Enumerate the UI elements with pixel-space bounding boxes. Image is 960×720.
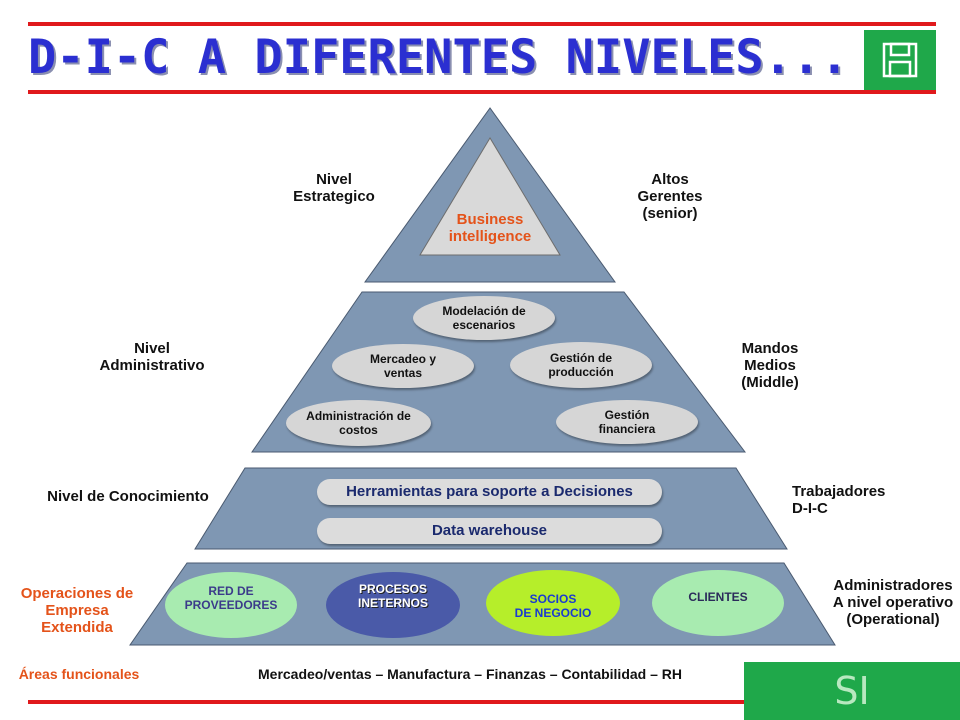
- ellipse-modelacion: Modelación de escenarios: [413, 296, 555, 340]
- oval-red-proveedores: RED DE PROVEEDORES: [165, 572, 297, 638]
- ellipse-gestion-produccion: Gestión de producción: [510, 342, 652, 388]
- label-areas-funcionales: Áreas funcionales: [18, 666, 140, 682]
- si-badge: SI: [744, 662, 960, 720]
- oval-socios-negocio: SOCIOS DE NEGOCIO: [486, 570, 620, 636]
- label-business-intelligence: Business intelligence: [448, 211, 532, 245]
- top-rule-lower: [28, 90, 936, 94]
- pill-data-warehouse: Data warehouse: [317, 518, 662, 544]
- ellipse-administracion-costos: Administración de costos: [286, 400, 431, 446]
- pill-herramientas-decisiones: Herramientas para soporte a Decisiones: [317, 479, 662, 505]
- ellipse-gestion-financiera: Gestión financiera: [556, 400, 698, 444]
- tier-operations: [129, 562, 836, 646]
- oval-clientes: CLIENTES: [652, 570, 784, 636]
- label-altos-gerentes: Altos Gerentes (senior): [637, 171, 703, 222]
- oval-procesos-internos: PROCESOS INETERNOS: [326, 572, 460, 638]
- label-nivel-conocimiento: Nivel de Conocimiento: [47, 488, 209, 505]
- label-nivel-estrategico: Nivel Estrategico: [293, 171, 375, 205]
- floppy-disk-icon: [882, 42, 918, 78]
- label-nivel-administrativo: Nivel Administrativo: [99, 340, 205, 374]
- save-button[interactable]: [864, 30, 936, 90]
- ellipse-mercadeo: Mercadeo y ventas: [332, 344, 474, 388]
- bottom-rule: [28, 700, 744, 704]
- label-operaciones-empresa: Operaciones de Empresa Extendida: [20, 585, 134, 636]
- page-title: D-I-C A DIFERENTES NIVELES...: [28, 30, 849, 85]
- top-rule-upper: [28, 22, 936, 26]
- label-areas-lista: Mercadeo/ventas – Manufactura – Finanzas…: [258, 666, 682, 682]
- label-mandos-medios: Mandos Medios (Middle): [741, 340, 799, 391]
- label-trabajadores-dic: Trabajadores D-I-C: [792, 483, 886, 517]
- label-administradores-operativo: Administradores A nivel operativo (Opera…: [832, 577, 954, 628]
- business-intelligence-triangle: [419, 137, 561, 256]
